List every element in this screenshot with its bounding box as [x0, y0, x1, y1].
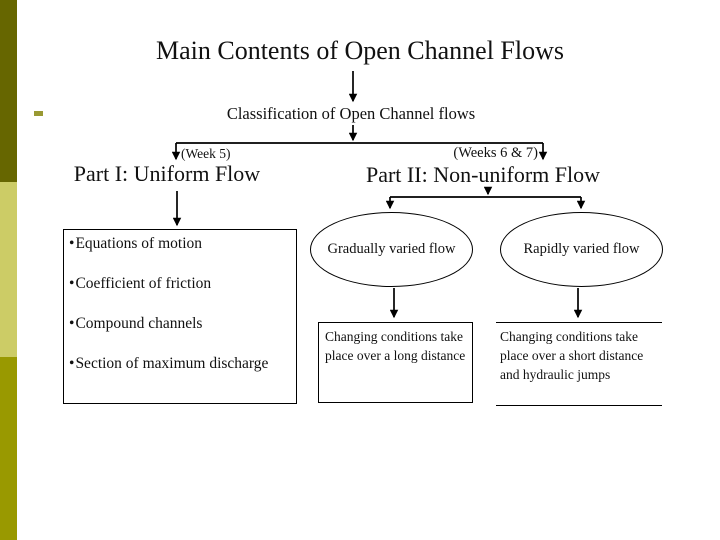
- root-node-label: Classification of Open Channel flows: [226, 104, 476, 123]
- bullet-icon: •: [69, 315, 75, 332]
- node-label: Rapidly varied flow: [523, 241, 640, 257]
- list-item: •Compound channels: [69, 314, 292, 333]
- part1-topics-box: •Equations of motion •Coefficient of fri…: [63, 229, 297, 404]
- bullet-icon: •: [69, 275, 75, 292]
- week5-label: (Week 5): [181, 146, 231, 161]
- node-label: Gradually varied flow: [327, 241, 456, 257]
- part1-heading: Part I: Uniform Flow: [73, 161, 261, 186]
- rapidly-varied-flow-node: Rapidly varied flow: [500, 212, 663, 287]
- rapidly-note-box: Changing conditions take place over a sh…: [496, 322, 662, 406]
- list-item: •Section of maximum discharge: [69, 354, 292, 373]
- note-text: Changing conditions take place over a lo…: [325, 329, 466, 363]
- weeks67-label: (Weeks 6 & 7): [453, 145, 538, 161]
- list-item: •Equations of motion: [69, 234, 292, 253]
- bullet-icon: •: [69, 355, 75, 372]
- sidebar-bar-dark: [0, 0, 17, 182]
- topic-label: Compound channels: [75, 315, 203, 332]
- topic-label: Coefficient of friction: [75, 275, 212, 292]
- gradually-note-box: Changing conditions take place over a lo…: [318, 322, 473, 403]
- bullet-placeholder-dash: [34, 111, 43, 116]
- part2-heading: Part II: Non-uniform Flow: [365, 162, 601, 187]
- gradually-varied-flow-node: Gradually varied flow: [310, 212, 473, 287]
- sidebar-bar-olive: [0, 357, 17, 540]
- slide-title: Main Contents of Open Channel Flows: [155, 36, 565, 65]
- topic-label: Section of maximum discharge: [75, 355, 269, 372]
- topic-label: Equations of motion: [75, 235, 203, 252]
- note-text: Changing conditions take place over a sh…: [500, 329, 644, 382]
- sidebar-bar-light: [0, 182, 17, 357]
- list-item: •Coefficient of friction: [69, 274, 292, 293]
- bullet-icon: •: [69, 235, 75, 252]
